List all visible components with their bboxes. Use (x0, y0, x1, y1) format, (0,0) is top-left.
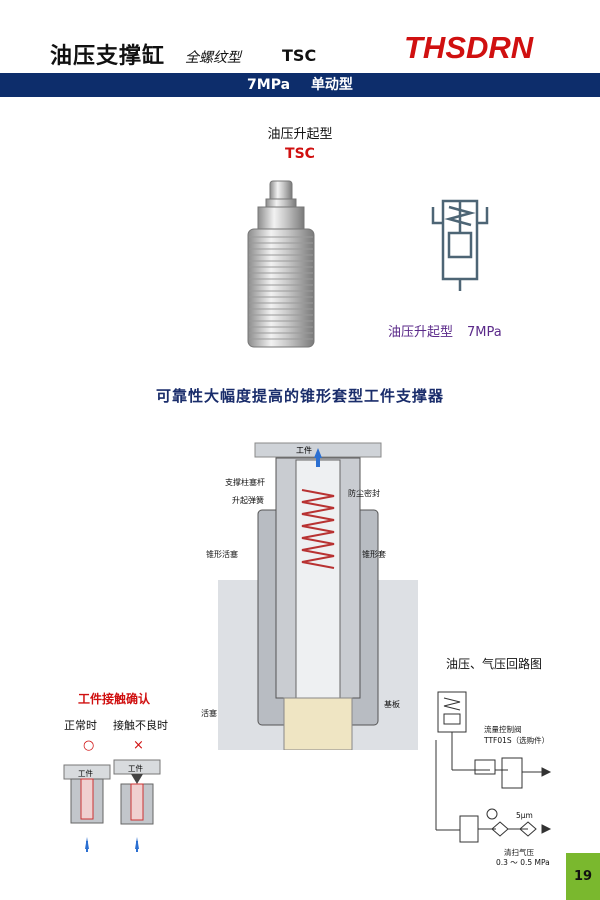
product-model: TSC (285, 146, 315, 162)
product-photo (247, 180, 315, 348)
purge-label: 清扫气压 (504, 848, 534, 857)
ok-mark: ○ (83, 738, 95, 753)
brand-logo: THSDRN (404, 30, 534, 64)
tagline: 可靠性大幅度提高的锥形套型工件支撑器 (155, 387, 444, 405)
contact-title: 工件接触确认 (78, 692, 151, 706)
page-title: 油压支撑缸 (50, 44, 166, 69)
callout-dust-seal: 防尘密封 (348, 489, 380, 498)
callout-piston: 活塞 (201, 709, 217, 718)
callout-base-plate: 基板 (384, 700, 400, 709)
callout-support-rod: 支撑柱塞杆 (225, 478, 265, 487)
contact-normal-label: 正常时 (64, 719, 97, 732)
contact-normal-diagram: 工件 (63, 764, 111, 852)
contact-bad-label: 接触不良时 (113, 719, 168, 732)
bar-type: 单动型 (310, 77, 353, 93)
flow-valve-model: TTF01S（选购件） (484, 736, 550, 745)
contact-bad-diagram: 工件 (113, 759, 161, 852)
product-label: 油压升起型 (267, 127, 333, 142)
page-subtitle: 全螺纹型 (185, 50, 241, 66)
svg-text:工件: 工件 (78, 768, 93, 778)
ng-mark: × (133, 738, 144, 753)
callout-cone-piston: 锥形活塞 (206, 550, 238, 559)
svg-text:工件: 工件 (296, 445, 312, 455)
pressure-range: 0.3 ～ 0.5 MPa (496, 858, 550, 867)
spec-bar: 7MPa 单动型 (0, 73, 600, 97)
filter-label: 5μm (516, 811, 533, 820)
svg-text:THSDRN: THSDRN (404, 30, 534, 64)
callout-lift-spring: 升起弹簧 (232, 496, 264, 505)
circuit-title: 油压、气压回路图 (446, 657, 543, 671)
svg-text:工件: 工件 (128, 763, 143, 773)
flow-valve-label: 流量控制阀 (484, 725, 522, 734)
section-drawing: 工件 (218, 442, 418, 750)
bar-pressure: 7MPa (247, 77, 291, 93)
model-code: TSC (282, 46, 317, 65)
hydraulic-symbol (431, 199, 489, 291)
circuit-diagram (435, 691, 552, 843)
callout-cone-sleeve: 锥形套 (362, 550, 386, 559)
page-number: 19 (566, 853, 600, 900)
